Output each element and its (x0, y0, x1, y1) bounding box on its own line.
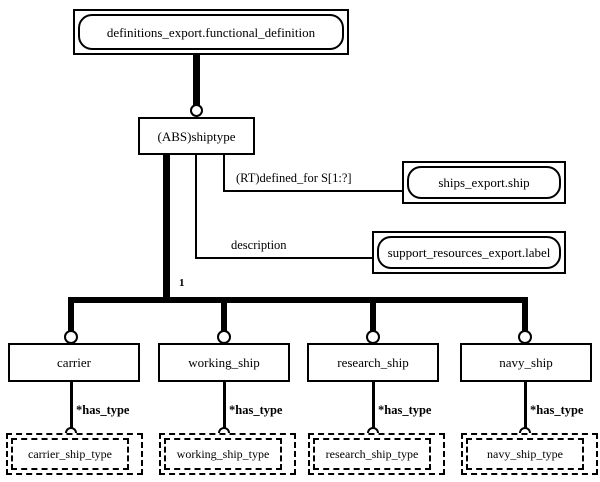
node-shiptype[interactable]: (ABS)shiptype (138, 117, 255, 155)
node-ships-export-ship-inner: ships_export.ship (407, 166, 561, 199)
node-support-resources-export-label[interactable]: support_resources_export.label (372, 231, 566, 274)
node-support-label-inner: support_resources_export.label (377, 236, 561, 269)
node-research-ship-type[interactable]: research_ship_type (308, 433, 445, 475)
node-working-ship[interactable]: working_ship (158, 343, 290, 382)
subtype-circle-research-ship (366, 330, 380, 344)
node-support-label-text: support_resources_export.label (387, 245, 551, 260)
node-working-ship-type-label: working_ship_type (176, 447, 270, 461)
connector-defined-for-horizontal (223, 190, 405, 192)
supertype-bar (68, 297, 528, 303)
node-navy-ship[interactable]: navy_ship (460, 343, 592, 382)
relationship-label-description: description (231, 238, 287, 252)
connector-drop-working-ship (221, 297, 227, 332)
node-research-ship[interactable]: research_ship (307, 343, 439, 382)
node-shiptype-label: (ABS)shiptype (157, 128, 236, 144)
node-carrier-label: carrier (57, 355, 91, 370)
node-carrier-ship-type-label: carrier_ship_type (28, 447, 112, 461)
node-navy-ship-label: navy_ship (499, 355, 553, 370)
connector-description-horizontal (195, 257, 375, 259)
connector-shiptype-trunk (163, 155, 170, 303)
relationship-label-has-type-research-ship: *has_type (378, 403, 432, 417)
connector-has-type-carrier (70, 382, 73, 430)
relationship-label-has-type-carrier: *has_type (76, 403, 130, 417)
subtype-circle-working-ship (217, 330, 231, 344)
node-working-ship-type[interactable]: working_ship_type (159, 433, 296, 475)
node-root-inner: definitions_export.functional_definition (78, 14, 344, 50)
connector-drop-navy-ship (522, 297, 528, 332)
node-working-ship-type-inner: working_ship_type (164, 438, 282, 470)
node-ships-export-ship-label: ships_export.ship (438, 175, 530, 190)
node-research-ship-label: research_ship (337, 355, 409, 370)
node-research-ship-type-label: research_ship_type (325, 447, 419, 461)
node-root-label: definitions_export.functional_definition (106, 24, 316, 40)
node-working-ship-label: working_ship (188, 355, 260, 370)
connector-defined-for-vertical (223, 155, 225, 192)
node-carrier[interactable]: carrier (8, 343, 140, 382)
relationship-label-has-type-navy-ship: *has_type (530, 403, 584, 417)
relationship-label-has-type-working-ship: *has_type (229, 403, 283, 417)
connector-drop-research-ship (370, 297, 376, 332)
subtype-circle-navy-ship (518, 330, 532, 344)
connector-has-type-working-ship (223, 382, 226, 430)
connector-has-type-research-ship (372, 382, 375, 430)
relationship-label-defined-for: (RT)defined_for S[1:?] (236, 171, 352, 185)
node-carrier-ship-type-inner: carrier_ship_type (11, 438, 129, 470)
node-navy-ship-type-inner: navy_ship_type (466, 438, 584, 470)
node-root-functional-definition[interactable]: definitions_export.functional_definition (73, 9, 349, 55)
node-ships-export-ship[interactable]: ships_export.ship (402, 161, 566, 204)
supertype-cardinality-label: 1 (179, 277, 185, 289)
connector-drop-carrier (68, 297, 74, 332)
connector-root-to-shiptype (193, 55, 200, 106)
node-navy-ship-type[interactable]: navy_ship_type (461, 433, 598, 475)
connector-description-vertical (195, 155, 197, 259)
connector-has-type-navy-ship (524, 382, 527, 430)
node-research-ship-type-inner: research_ship_type (313, 438, 431, 470)
node-navy-ship-type-label: navy_ship_type (487, 447, 563, 461)
subtype-circle-carrier (64, 330, 78, 344)
supertype-circle-shiptype (190, 104, 203, 117)
node-carrier-ship-type[interactable]: carrier_ship_type (6, 433, 143, 475)
